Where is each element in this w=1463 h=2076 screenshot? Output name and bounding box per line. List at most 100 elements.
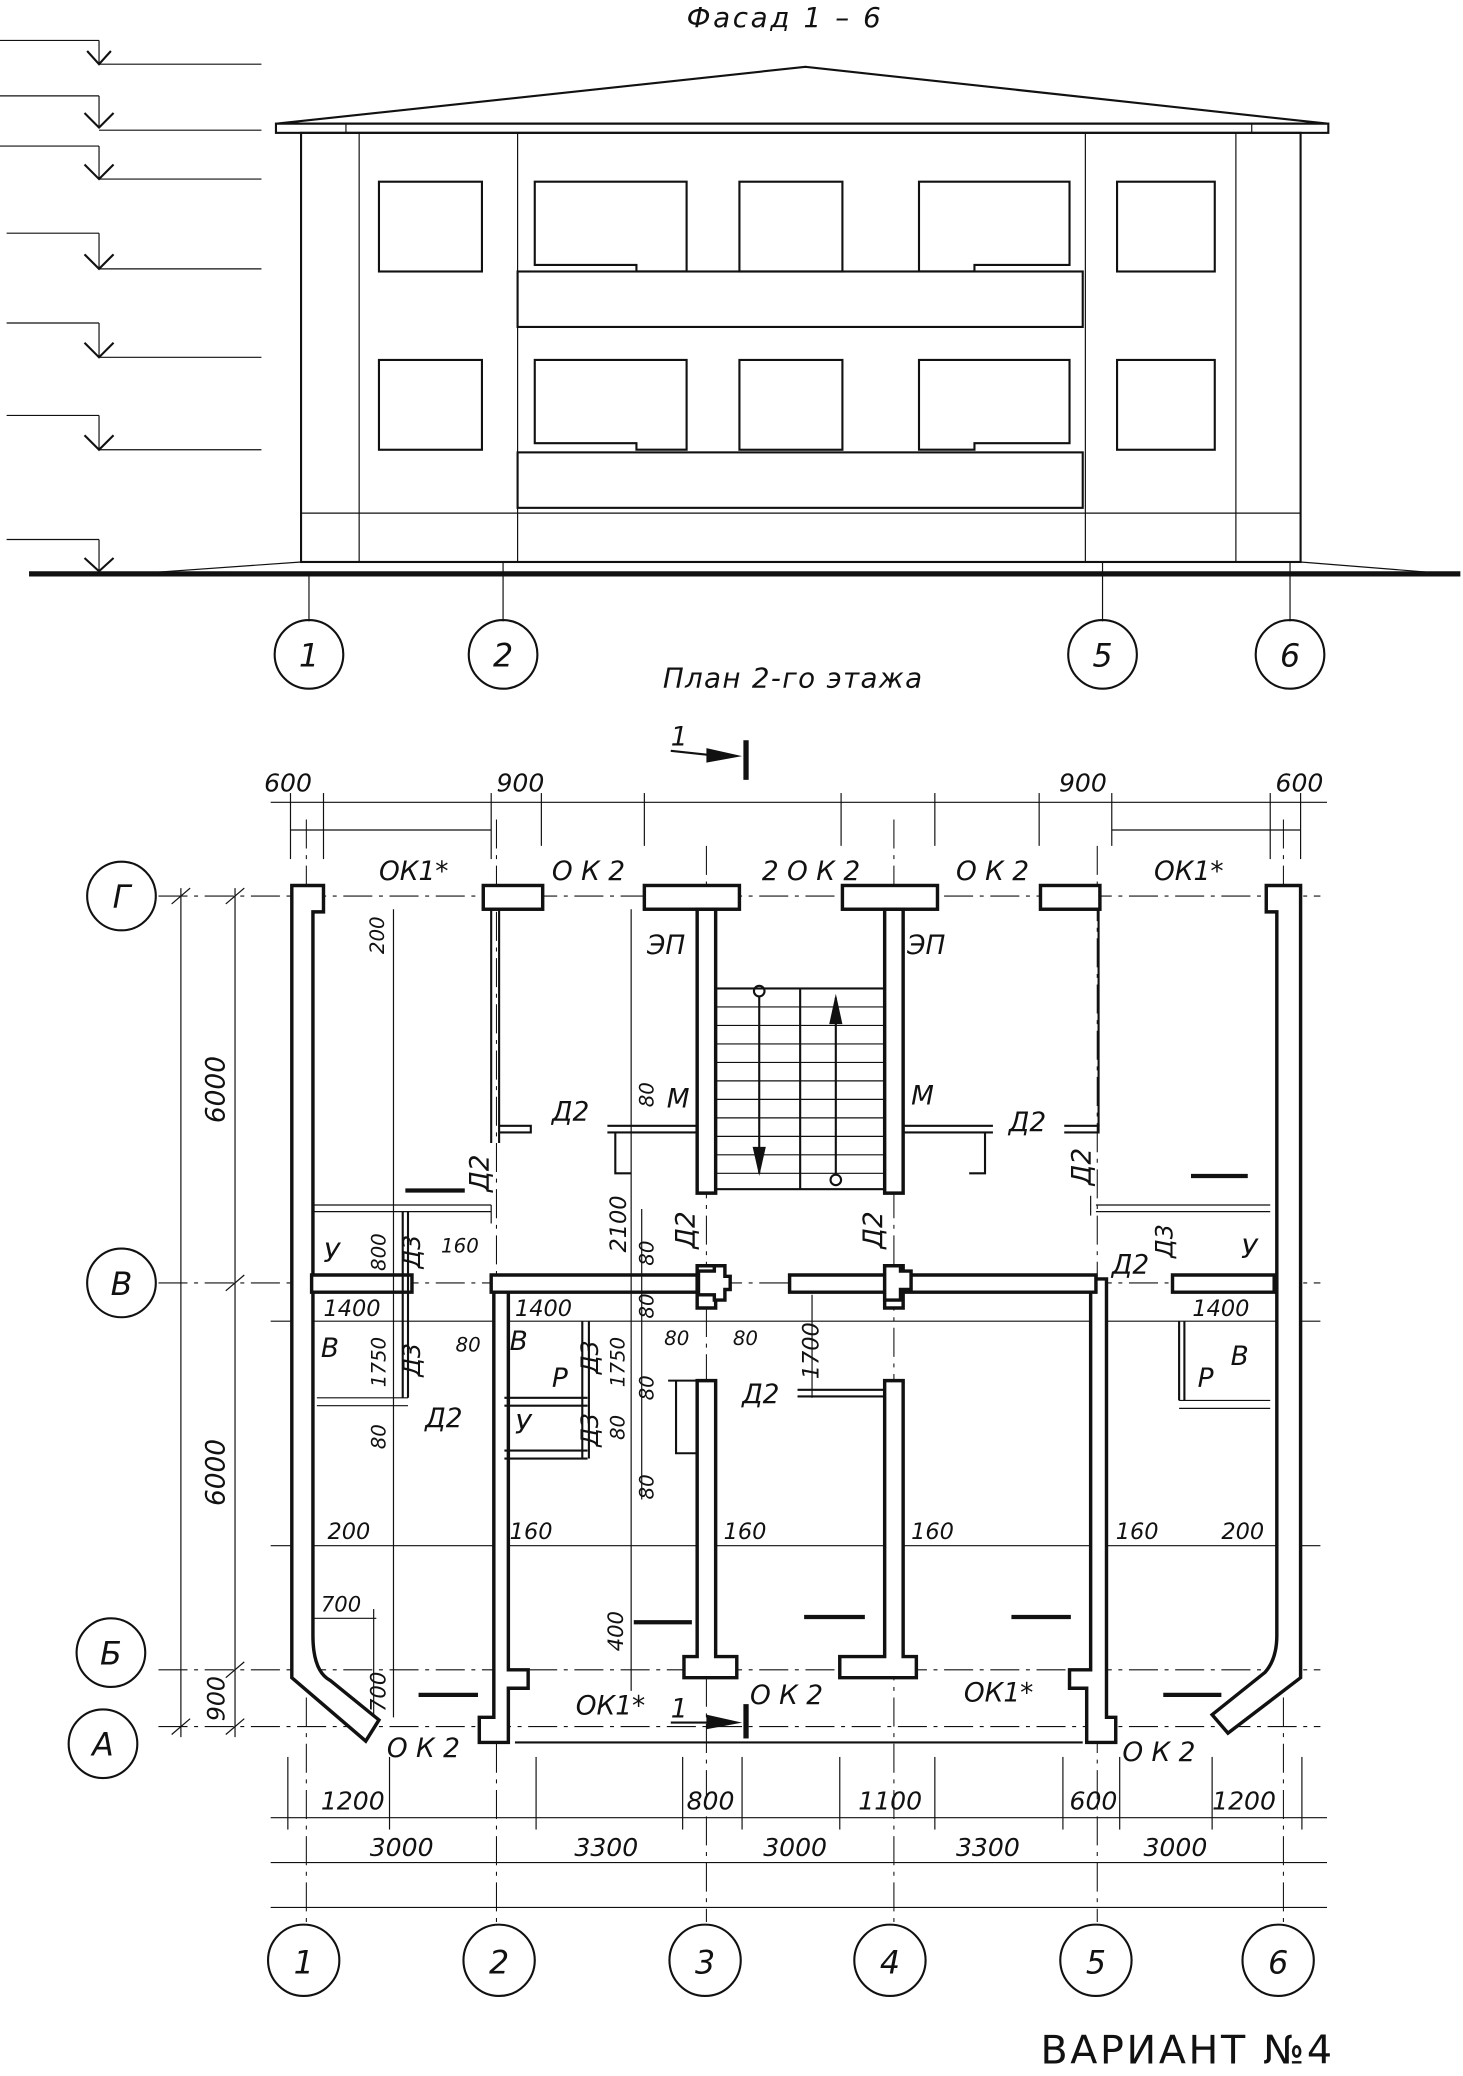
door-label: Д2	[858, 1211, 889, 1249]
row-axis-bubble-a: А	[67, 1708, 139, 1780]
svg-text:В: В	[111, 1267, 133, 1303]
radiators	[405, 1173, 1248, 1697]
svg-text:80: 80	[368, 1424, 391, 1449]
outer-walls	[290, 883, 1303, 1745]
svg-text:600: 600	[1070, 1787, 1118, 1816]
top-dimensions: 600 900 900 600	[264, 769, 1327, 860]
svg-text:1: 1	[294, 1945, 314, 1981]
svg-text:80: 80	[636, 1474, 659, 1499]
door-label: Д2	[1111, 1250, 1149, 1281]
room-label: У	[1241, 1234, 1259, 1265]
level-mark	[6, 232, 262, 271]
svg-text:3300: 3300	[956, 1833, 1020, 1862]
svg-text:80: 80	[636, 1293, 659, 1318]
svg-text:6000: 6000	[200, 1056, 231, 1123]
svg-text:160: 160	[724, 1519, 767, 1545]
svg-text:2100: 2100	[606, 1195, 632, 1252]
window-labels: ОК1* О К 2 2 О К 2 О К 2 ОК1* О К 2 ОК1*…	[379, 856, 1224, 1768]
window-label: О К 2	[956, 856, 1029, 887]
window	[738, 358, 844, 451]
room-label: В	[1231, 1341, 1249, 1372]
svg-text:800: 800	[368, 1233, 391, 1271]
svg-text:Г: Г	[113, 880, 133, 916]
column-axis-bubble: 2	[462, 1923, 536, 1997]
window-label: ОК1*	[576, 1691, 646, 1722]
svg-text:Б: Б	[100, 1637, 122, 1673]
window	[917, 358, 1071, 451]
svg-text:3000: 3000	[1143, 1833, 1207, 1862]
svg-text:700: 700	[366, 1672, 391, 1712]
door-label: Д3	[1151, 1224, 1179, 1259]
partitions	[314, 909, 1271, 1460]
door-label: Д2	[1008, 1107, 1046, 1138]
svg-text:3000: 3000	[370, 1833, 434, 1862]
room-label: Р	[552, 1363, 568, 1394]
svg-text:5: 5	[1086, 1945, 1106, 1981]
row-axis-bubble-v: В	[86, 1247, 157, 1319]
svg-text:800: 800	[687, 1787, 735, 1816]
inner-dimension-labels: 200 800 160 1400 1400 1400 1750 1750 80 …	[321, 916, 1264, 1712]
svg-text:6000: 6000	[200, 1439, 231, 1506]
plan-title: План 2-го этажа	[663, 661, 924, 694]
room-label: У	[515, 1409, 533, 1440]
svg-text:700: 700	[321, 1592, 361, 1617]
svg-text:160: 160	[441, 1235, 479, 1258]
svg-text:1400: 1400	[515, 1296, 572, 1322]
svg-text:200: 200	[366, 916, 389, 954]
floor-plan: План 2-го этажа 1	[67, 661, 1327, 1997]
window	[377, 358, 484, 451]
door-label: Д2	[671, 1211, 702, 1249]
column-axis-bubble: 6	[1241, 1923, 1315, 1997]
room-label: ЭП	[646, 930, 685, 961]
window	[533, 180, 688, 273]
svg-text:80: 80	[636, 1375, 659, 1400]
svg-text:160: 160	[911, 1519, 954, 1545]
facade-axis-bubble: 5	[1067, 619, 1138, 690]
window-label: 2 О К 2	[762, 856, 860, 887]
facade-axis-bubble: 6	[1254, 619, 1326, 690]
svg-text:400: 400	[603, 1611, 628, 1651]
svg-text:900: 900	[202, 1676, 230, 1721]
svg-text:1100: 1100	[858, 1787, 922, 1816]
column-axis-bubble: 4	[853, 1923, 927, 1997]
svg-text:А: А	[90, 1728, 114, 1764]
svg-text:3: 3	[695, 1945, 715, 1981]
svg-text:6: 6	[1268, 1945, 1288, 1981]
window-label: ОК1*	[379, 856, 449, 887]
window	[1115, 180, 1216, 273]
window	[738, 180, 844, 273]
svg-text:80: 80	[733, 1327, 758, 1350]
door-label: Д3	[576, 1413, 604, 1448]
level-marks	[0, 39, 262, 573]
facade: Фасад 1 – 6	[0, 1, 1461, 690]
level-mark	[0, 39, 262, 66]
level-mark	[6, 538, 115, 573]
window-label: О К 2	[1122, 1737, 1195, 1768]
room-label: М	[667, 1083, 690, 1114]
room-label: Р	[1198, 1363, 1214, 1394]
columns	[696, 1264, 913, 1302]
row-axis-bubble-g: Г	[86, 860, 157, 932]
bottom-dimensions: 1200 800 1100 600 1200 3000 3300 3000 33…	[270, 1756, 1327, 1909]
svg-text:80: 80	[636, 1082, 659, 1107]
window-label: О К 2	[552, 856, 625, 887]
row-axis-bubble-b: Б	[75, 1617, 147, 1689]
svg-text:80: 80	[607, 1415, 630, 1440]
facade-axis-bubble: 1	[273, 619, 345, 690]
svg-text:1400: 1400	[1192, 1296, 1249, 1322]
door-label: Д3	[398, 1343, 426, 1378]
svg-text:6: 6	[1280, 638, 1300, 674]
door-label: Д2	[741, 1379, 779, 1410]
window	[377, 180, 484, 273]
svg-text:1400: 1400	[323, 1296, 380, 1322]
svg-text:200: 200	[1221, 1519, 1264, 1545]
svg-text:600: 600	[1276, 769, 1324, 798]
window-piers-top	[481, 883, 1102, 911]
door-label: Д2	[424, 1403, 462, 1434]
svg-text:600: 600	[264, 769, 312, 798]
svg-text:1200: 1200	[1212, 1787, 1276, 1816]
windows-floor-1	[377, 358, 1216, 451]
left-dimensions: 6000 6000 900	[171, 887, 245, 1738]
facade-title: Фасад 1 – 6	[687, 1, 884, 34]
